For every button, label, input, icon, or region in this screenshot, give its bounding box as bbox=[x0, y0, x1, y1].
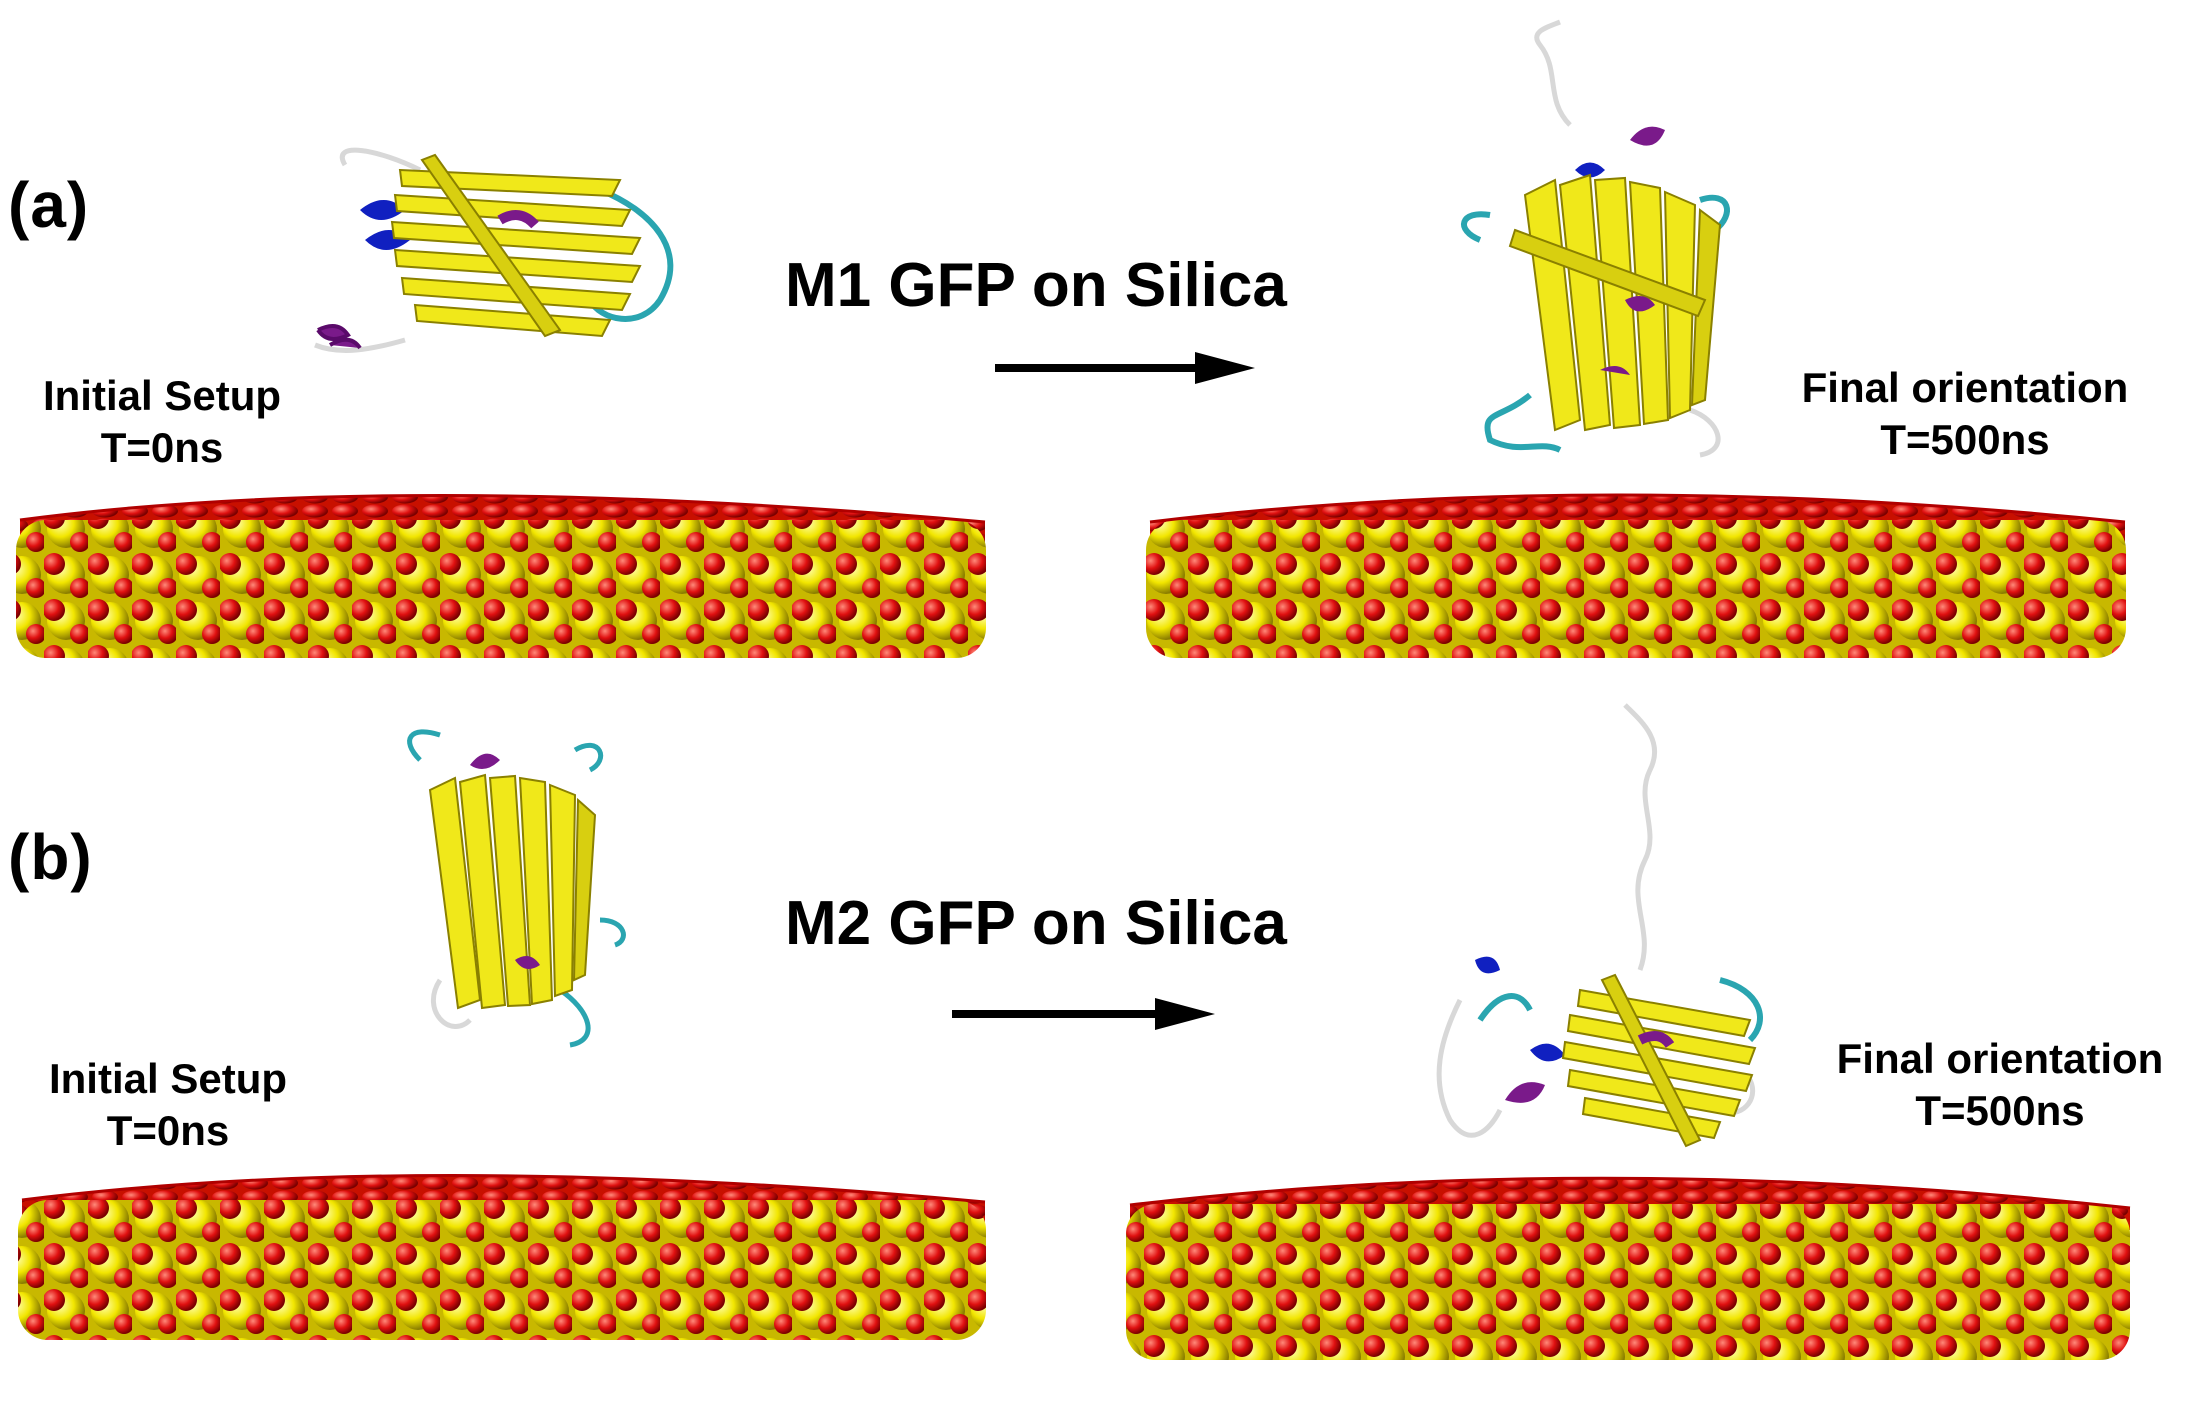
protein-a-initial bbox=[314, 147, 674, 353]
caption-b-initial-line1: Initial Setup bbox=[48, 1055, 287, 1102]
silica-slab-a-initial bbox=[16, 494, 986, 658]
caption-b-initial: Initial Setup T=0ns bbox=[28, 1053, 308, 1157]
caption-a-initial: Initial Setup T=0ns bbox=[22, 370, 302, 474]
caption-a-initial-line1: Initial Setup bbox=[42, 372, 281, 419]
arrow-a bbox=[995, 352, 1255, 384]
caption-b-initial-line2: T=0ns bbox=[106, 1107, 230, 1154]
protein-b-final bbox=[1436, 703, 1763, 1148]
panel-label-b: (b) bbox=[8, 821, 93, 893]
panel-title-a: M1 GFP on Silica bbox=[785, 251, 1287, 320]
caption-a-final-line2: T=500ns bbox=[1880, 416, 2050, 463]
caption-a-final: Final orientation T=500ns bbox=[1775, 362, 2155, 466]
caption-a-initial-line2: T=0ns bbox=[100, 424, 224, 471]
protein-b-initial bbox=[407, 729, 626, 1048]
silica-slab-a-final bbox=[1146, 493, 2126, 658]
panel-label-a: (a) bbox=[8, 169, 90, 241]
silica-slab-b-final bbox=[1126, 1176, 2131, 1360]
arrow-b bbox=[952, 998, 1215, 1030]
caption-b-final-line2: T=500ns bbox=[1915, 1087, 2085, 1134]
caption-b-final: Final orientation T=500ns bbox=[1810, 1033, 2190, 1137]
silica-slab-b-initial bbox=[18, 1174, 986, 1340]
caption-b-final-line1: Final orientation bbox=[1836, 1035, 2164, 1082]
caption-a-final-line1: Final orientation bbox=[1801, 364, 2129, 411]
protein-a-final bbox=[1461, 19, 1730, 458]
panel-title-b: M2 GFP on Silica bbox=[785, 889, 1287, 958]
